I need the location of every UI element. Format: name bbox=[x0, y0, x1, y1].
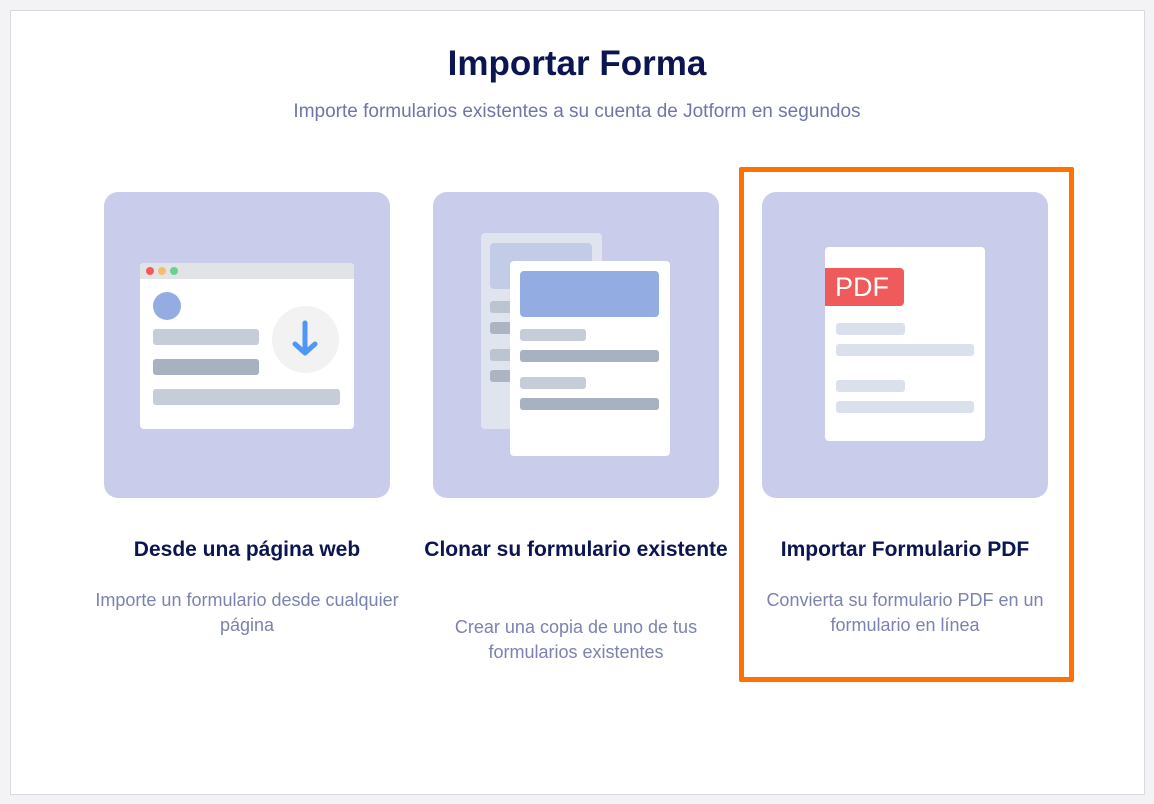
option-import-pdf-description: Convierta su formulario PDF en un formul… bbox=[766, 590, 1044, 635]
pdf-badge: PDF bbox=[825, 268, 904, 306]
option-import-pdf-card[interactable]: PDF bbox=[762, 192, 1048, 498]
clone-form-icon bbox=[433, 192, 719, 498]
page-subtitle: Importe formularios existentes a su cuen… bbox=[293, 101, 861, 122]
option-clone-form-description: Crear una copia de uno de tus formulario… bbox=[454, 617, 698, 662]
page-title: Importar Forma bbox=[447, 44, 707, 83]
option-web-page-description: Importe un formulario desde cualquier pá… bbox=[95, 590, 399, 635]
option-clone-form-title: Clonar su formulario existente bbox=[424, 538, 728, 561]
option-web-page-title: Desde una página web bbox=[133, 538, 361, 561]
option-clone-form-card[interactable] bbox=[433, 192, 719, 498]
web-page-download-icon bbox=[140, 263, 354, 429]
pdf-form-icon: PDF bbox=[825, 247, 985, 441]
option-web-page-card[interactable] bbox=[104, 192, 390, 498]
option-import-pdf-title: Importar Formulario PDF bbox=[780, 538, 1030, 561]
